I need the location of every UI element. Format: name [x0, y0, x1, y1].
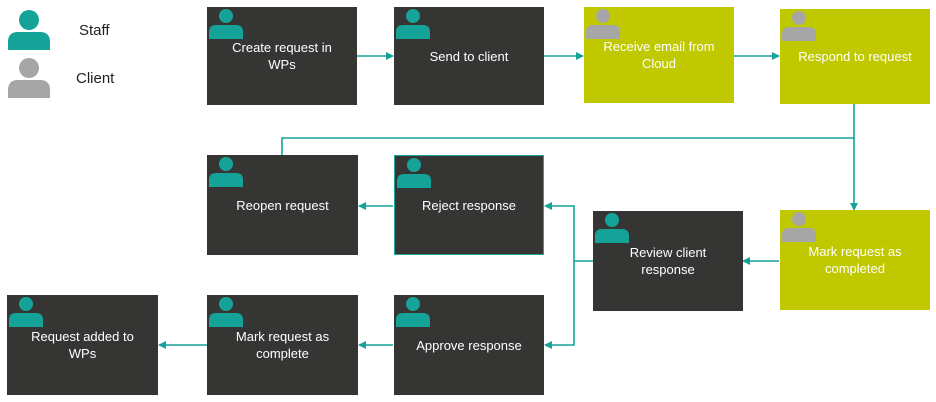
node-label: Request added to WPs: [31, 329, 134, 361]
node-reopen-request: Reopen request: [207, 155, 358, 255]
legend-staff-label: Staff: [79, 22, 110, 39]
node-label: Create request in WPs: [232, 40, 332, 72]
arrow-review-to-reject: [544, 202, 575, 261]
node-receive-email: Receive email from Cloud: [584, 7, 734, 103]
staff-person-icon: [209, 157, 243, 187]
node-label: Reject response: [422, 197, 516, 213]
node-approve-response: Approve response: [394, 295, 544, 395]
node-label: Approve response: [416, 337, 522, 353]
client-person-icon: [8, 58, 50, 98]
node-label: Reopen request: [236, 197, 329, 213]
legend-client-label: Client: [76, 70, 115, 87]
node-label: Mark request as completed: [808, 244, 902, 276]
client-person-icon: [782, 212, 816, 242]
node-review-client-response: Review client response: [593, 211, 743, 311]
staff-person-icon: [595, 213, 629, 243]
node-label: Receive email from Cloud: [603, 39, 715, 71]
client-person-icon: [782, 11, 816, 41]
staff-person-icon: [397, 158, 431, 188]
staff-person-icon: [209, 297, 243, 327]
node-label: Mark request as complete: [235, 329, 330, 361]
staff-person-icon: [9, 297, 43, 327]
node-mark-request-complete: Mark request as complete: [207, 295, 358, 395]
node-create-request: Create request in WPs: [207, 7, 357, 105]
staff-person-icon: [396, 9, 430, 39]
node-respond-to-request: Respond to request: [780, 9, 930, 104]
node-mark-request-completed: Mark request as completed: [780, 210, 930, 310]
staff-person-icon: [209, 9, 243, 39]
node-label: Respond to request: [798, 49, 912, 64]
arrow-reopen-loop: [281, 137, 854, 155]
node-request-added: Request added to WPs: [7, 295, 158, 395]
node-label: Review client response: [629, 245, 707, 277]
staff-person-icon: [396, 297, 430, 327]
arrow-review-to-approve: [544, 261, 575, 349]
node-label: Send to client: [429, 48, 509, 64]
staff-person-icon: [8, 10, 50, 50]
node-reject-response: Reject response: [394, 155, 544, 255]
node-send-to-client: Send to client: [394, 7, 544, 105]
client-person-icon: [586, 9, 620, 39]
